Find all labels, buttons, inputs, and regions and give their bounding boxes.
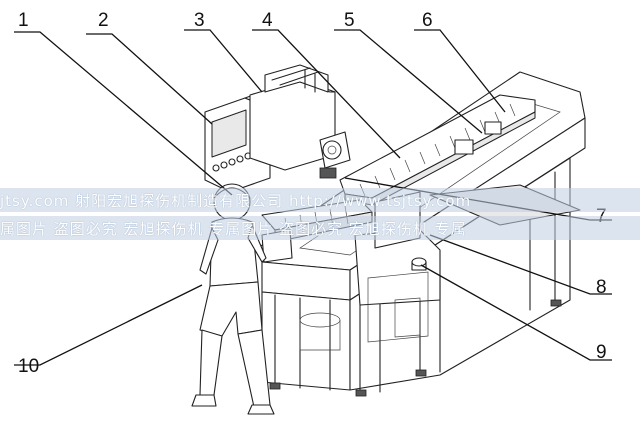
- callout-4: 4: [262, 10, 273, 31]
- watermark-band-top: [0, 188, 640, 212]
- magnetizer-housing: [249, 64, 351, 171]
- callout-8: 8: [596, 277, 607, 298]
- watermark-text-line1: jtsy.com 射阳宏旭探伤机制造有限公司 http://www.tsjtsy…: [0, 192, 472, 210]
- callout-6: 6: [422, 10, 433, 31]
- watermark-band-bottom: [0, 216, 640, 240]
- callout-1: 1: [18, 10, 29, 31]
- callout-10: 10: [18, 356, 39, 377]
- watermark-text-line2: 属图片 盗图必究 宏旭探伤机 专属图片 盗图必究 宏旭探伤机 专属: [0, 220, 467, 238]
- callout-3: 3: [194, 10, 205, 31]
- control-knob: [411, 257, 427, 271]
- callout-9: 9: [596, 342, 607, 363]
- callout-2: 2: [98, 10, 109, 31]
- callout-5: 5: [344, 10, 355, 31]
